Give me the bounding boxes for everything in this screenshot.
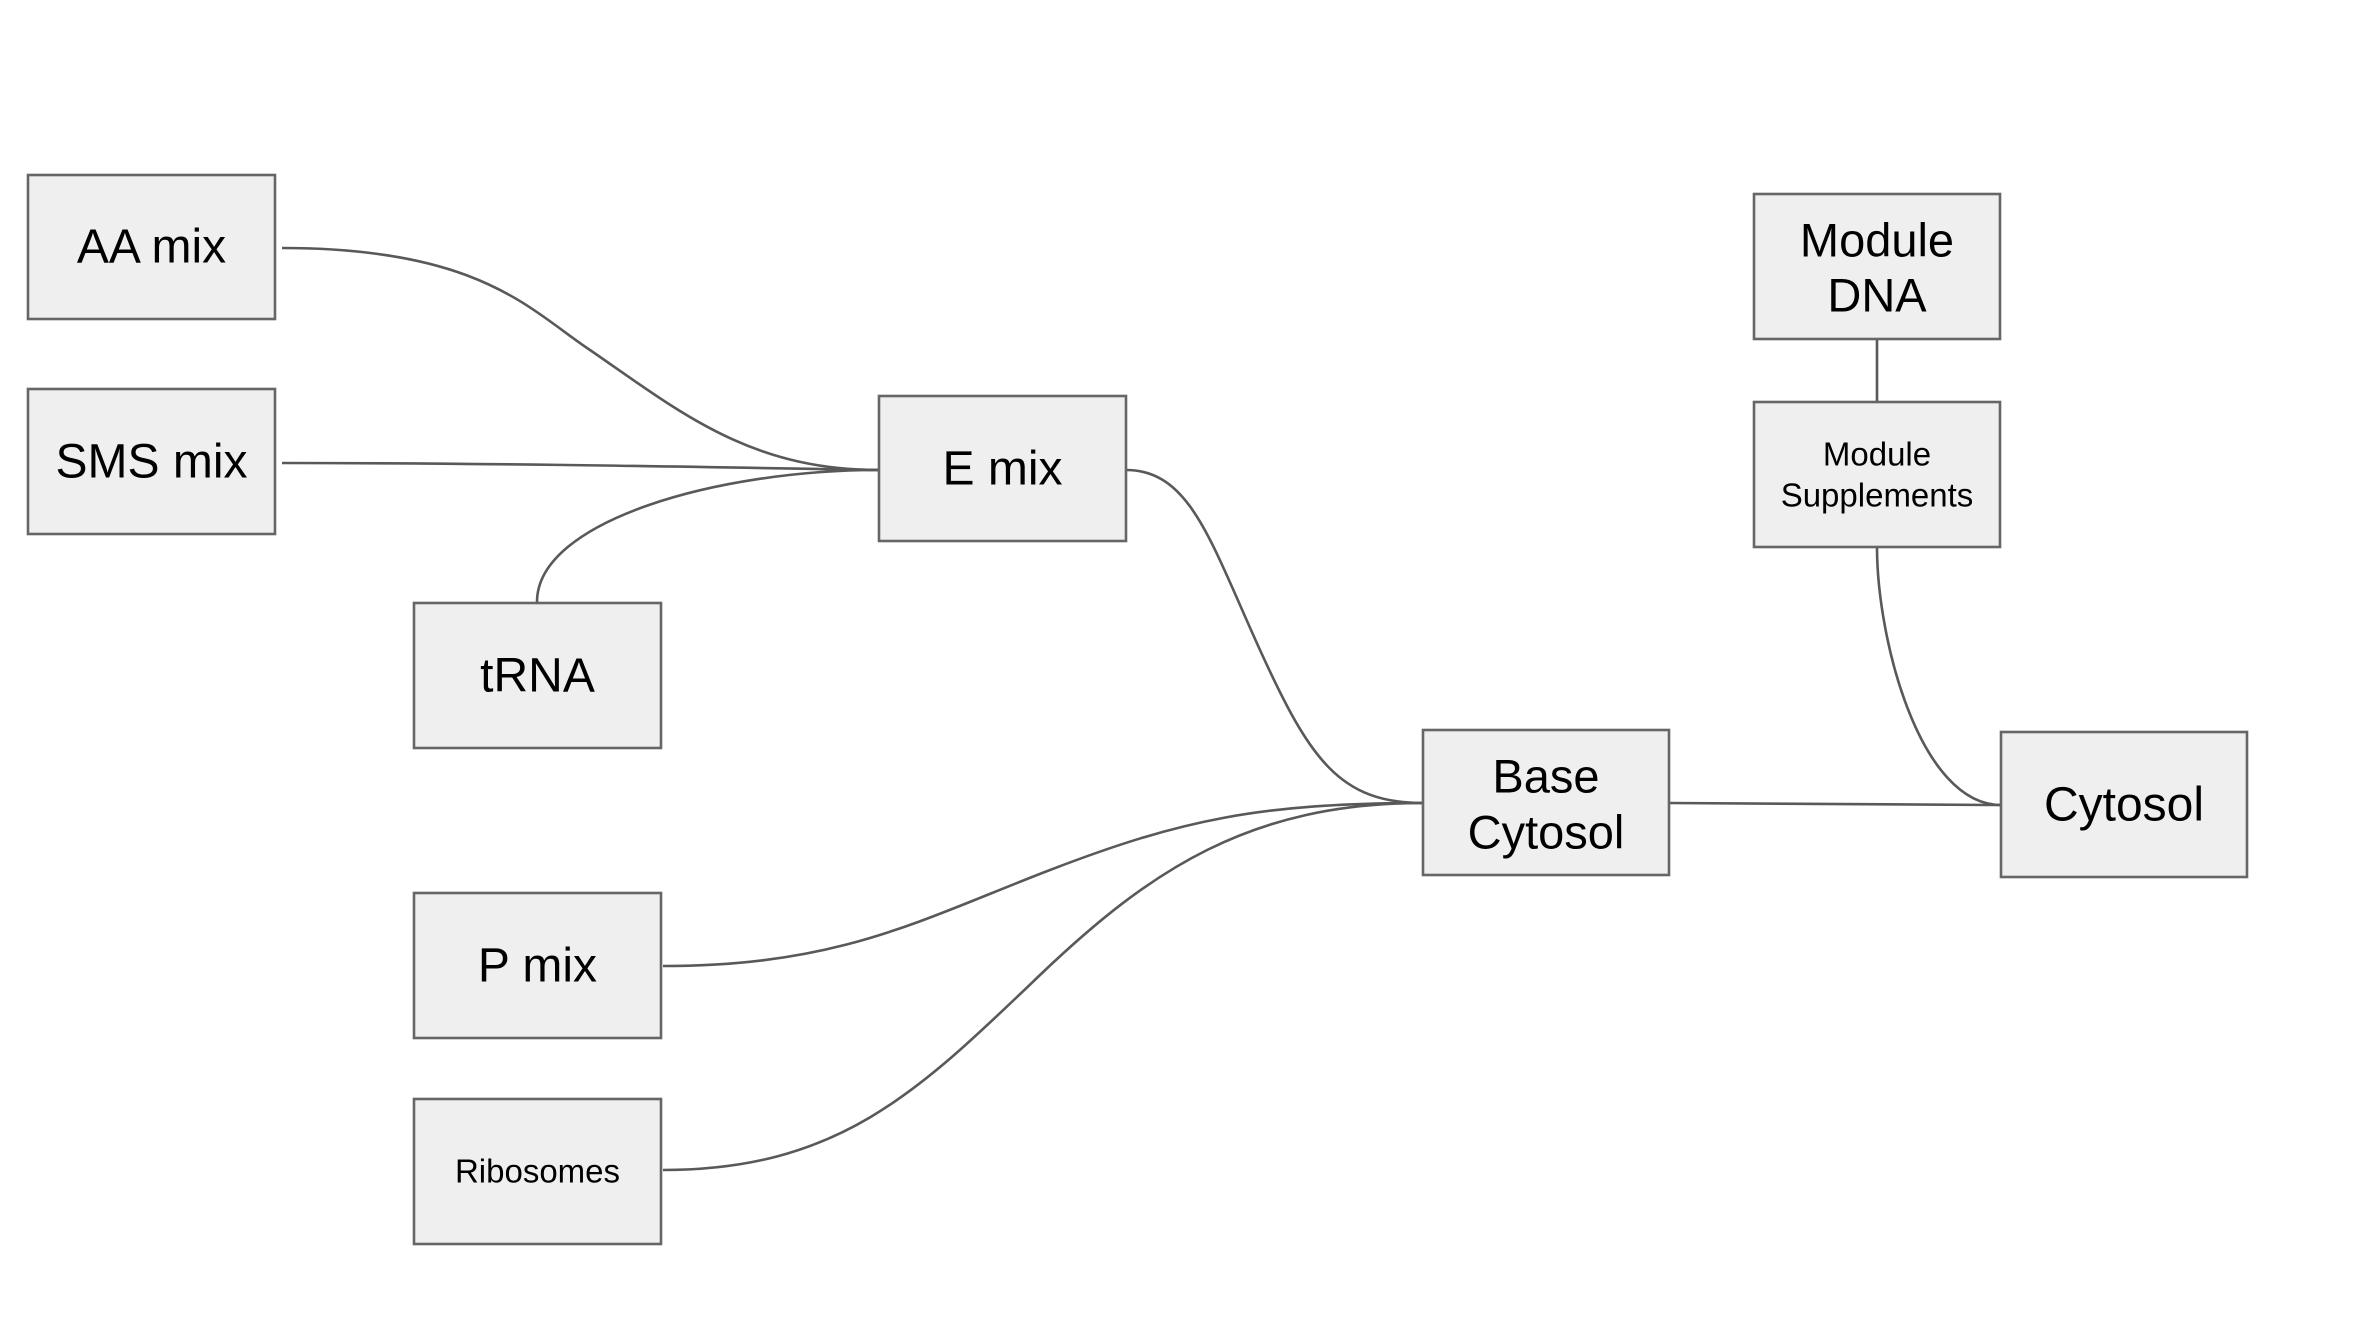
node-label: E mix xyxy=(943,443,1063,496)
node-aa-mix: AA mix xyxy=(26,173,277,321)
node-box xyxy=(1421,728,1671,877)
edge-e-mix-to-base-cytosol xyxy=(1125,468,1424,805)
edge-p-mix-to-base-cytosol xyxy=(662,801,1424,968)
node-box xyxy=(1752,192,2002,341)
node-cytosol: Cytosol xyxy=(1999,730,2249,879)
node-box xyxy=(1999,730,2249,879)
node-ribosomes: Ribosomes xyxy=(412,1097,663,1246)
node-label: Cytosol xyxy=(2044,779,2204,832)
node-box xyxy=(412,601,663,750)
edge-sms-mix-to-e-mix xyxy=(281,461,879,472)
node-label: P mix xyxy=(478,940,597,993)
node-label-line-1: Base xyxy=(1492,750,1599,803)
edge-module-supplements-to-cytosol xyxy=(1875,546,2002,807)
node-box xyxy=(26,173,277,321)
edge-base-cytosol-to-cytosol xyxy=(1668,801,2002,807)
node-box xyxy=(412,1097,663,1246)
node-e-mix: E mix xyxy=(877,394,1128,543)
node-sms-mix: SMS mix xyxy=(26,387,277,536)
node-p-mix: P mix xyxy=(412,891,663,1040)
node-label-line-2: Supplements xyxy=(1781,477,1974,514)
node-label: AA mix xyxy=(77,221,226,274)
node-label-line-1: Module xyxy=(1823,436,1931,473)
node-box xyxy=(26,387,277,536)
edge-ribosomes-to-base-cytosol xyxy=(662,801,1424,1172)
node-module-supplements: Module Supplements xyxy=(1752,400,2002,549)
connectors xyxy=(281,246,2002,1172)
node-label-line-2: DNA xyxy=(1827,269,1927,322)
node-trna: tRNA xyxy=(412,601,663,750)
node-box xyxy=(1752,400,2002,549)
node-box xyxy=(412,891,663,1040)
node-box xyxy=(877,394,1128,543)
edge-trna-to-e-mix xyxy=(535,468,879,603)
node-label: SMS mix xyxy=(56,436,248,489)
node-label: tRNA xyxy=(480,650,595,703)
node-module-dna: Module DNA xyxy=(1752,192,2002,341)
node-label-line-2: Cytosol xyxy=(1468,806,1625,859)
node-label-line-1: Module xyxy=(1800,214,1954,267)
edge-aa-mix-to-e-mix xyxy=(281,246,879,472)
node-label: Ribosomes xyxy=(455,1153,620,1190)
node-base-cytosol: Base Cytosol xyxy=(1421,728,1671,877)
